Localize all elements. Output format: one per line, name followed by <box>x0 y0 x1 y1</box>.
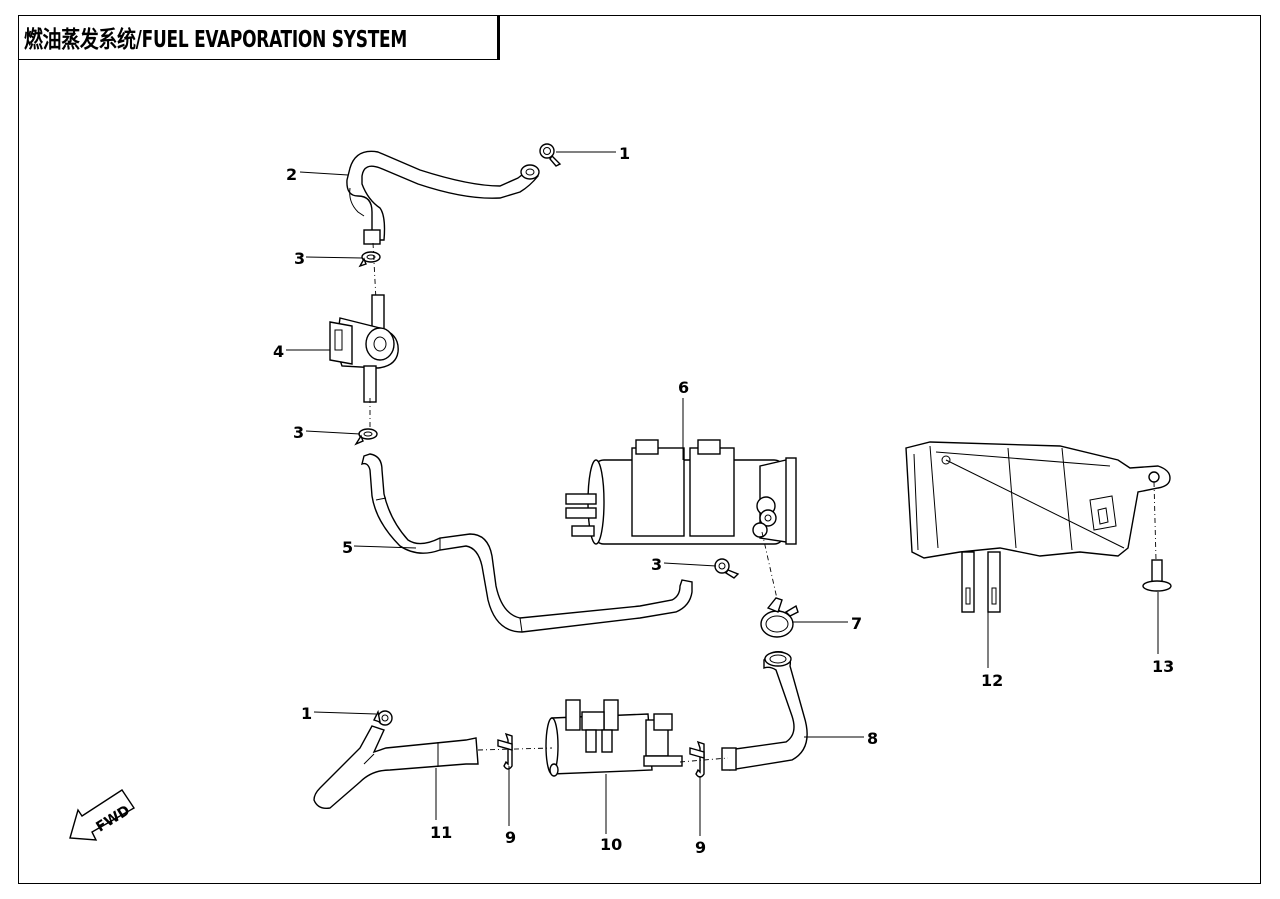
callout-9-b: 9 <box>695 838 706 857</box>
callout-labels: 1 2 3 4 3 5 6 3 7 8 1 11 9 10 9 12 13 <box>273 144 1174 857</box>
part-6-canister <box>565 439 797 545</box>
callout-9-a: 9 <box>505 828 516 847</box>
callout-3-c: 3 <box>651 555 662 574</box>
callout-6: 6 <box>678 378 689 397</box>
part-9-clip-a <box>497 732 513 770</box>
part-3-clip-a <box>358 251 381 268</box>
part-3-clip-b <box>354 428 378 446</box>
callout-3-a: 3 <box>294 249 305 268</box>
callout-7: 7 <box>851 614 862 633</box>
callout-10: 10 <box>600 835 622 854</box>
part-3-clip-c <box>714 558 740 579</box>
page-title: 燃油蒸发系统/FUEL EVAPORATION SYSTEM <box>24 27 408 53</box>
leader-lines <box>286 151 1159 836</box>
title-box: 燃油蒸发系统/FUEL EVAPORATION SYSTEM <box>18 15 501 60</box>
part-12-cover <box>905 441 1171 613</box>
part-1-clip-bottom <box>373 709 393 726</box>
part-1-clip-top <box>539 143 562 167</box>
part-4-valve <box>329 294 399 403</box>
part-8-hose <box>721 650 808 771</box>
callout-11: 11 <box>430 823 452 842</box>
callout-5: 5 <box>342 538 353 557</box>
callout-12: 12 <box>981 671 1003 690</box>
callout-4: 4 <box>273 342 284 361</box>
callout-1-top: 1 <box>619 144 630 163</box>
part-5-hose <box>361 453 693 633</box>
callout-2: 2 <box>286 165 297 184</box>
part-10-purge-valve <box>545 699 683 777</box>
part-13-rivet <box>1142 559 1172 592</box>
part-9-clip-b <box>689 740 705 778</box>
part-2-hose <box>346 150 540 245</box>
callout-13: 13 <box>1152 657 1174 676</box>
fwd-arrow-icon: FWD <box>69 789 135 841</box>
callout-3-b: 3 <box>293 423 304 442</box>
callout-1-bottom: 1 <box>301 704 312 723</box>
part-11-hose <box>313 725 479 810</box>
drawing-frame <box>18 15 1261 884</box>
part-7-clamp <box>760 597 799 638</box>
callout-8: 8 <box>867 729 878 748</box>
